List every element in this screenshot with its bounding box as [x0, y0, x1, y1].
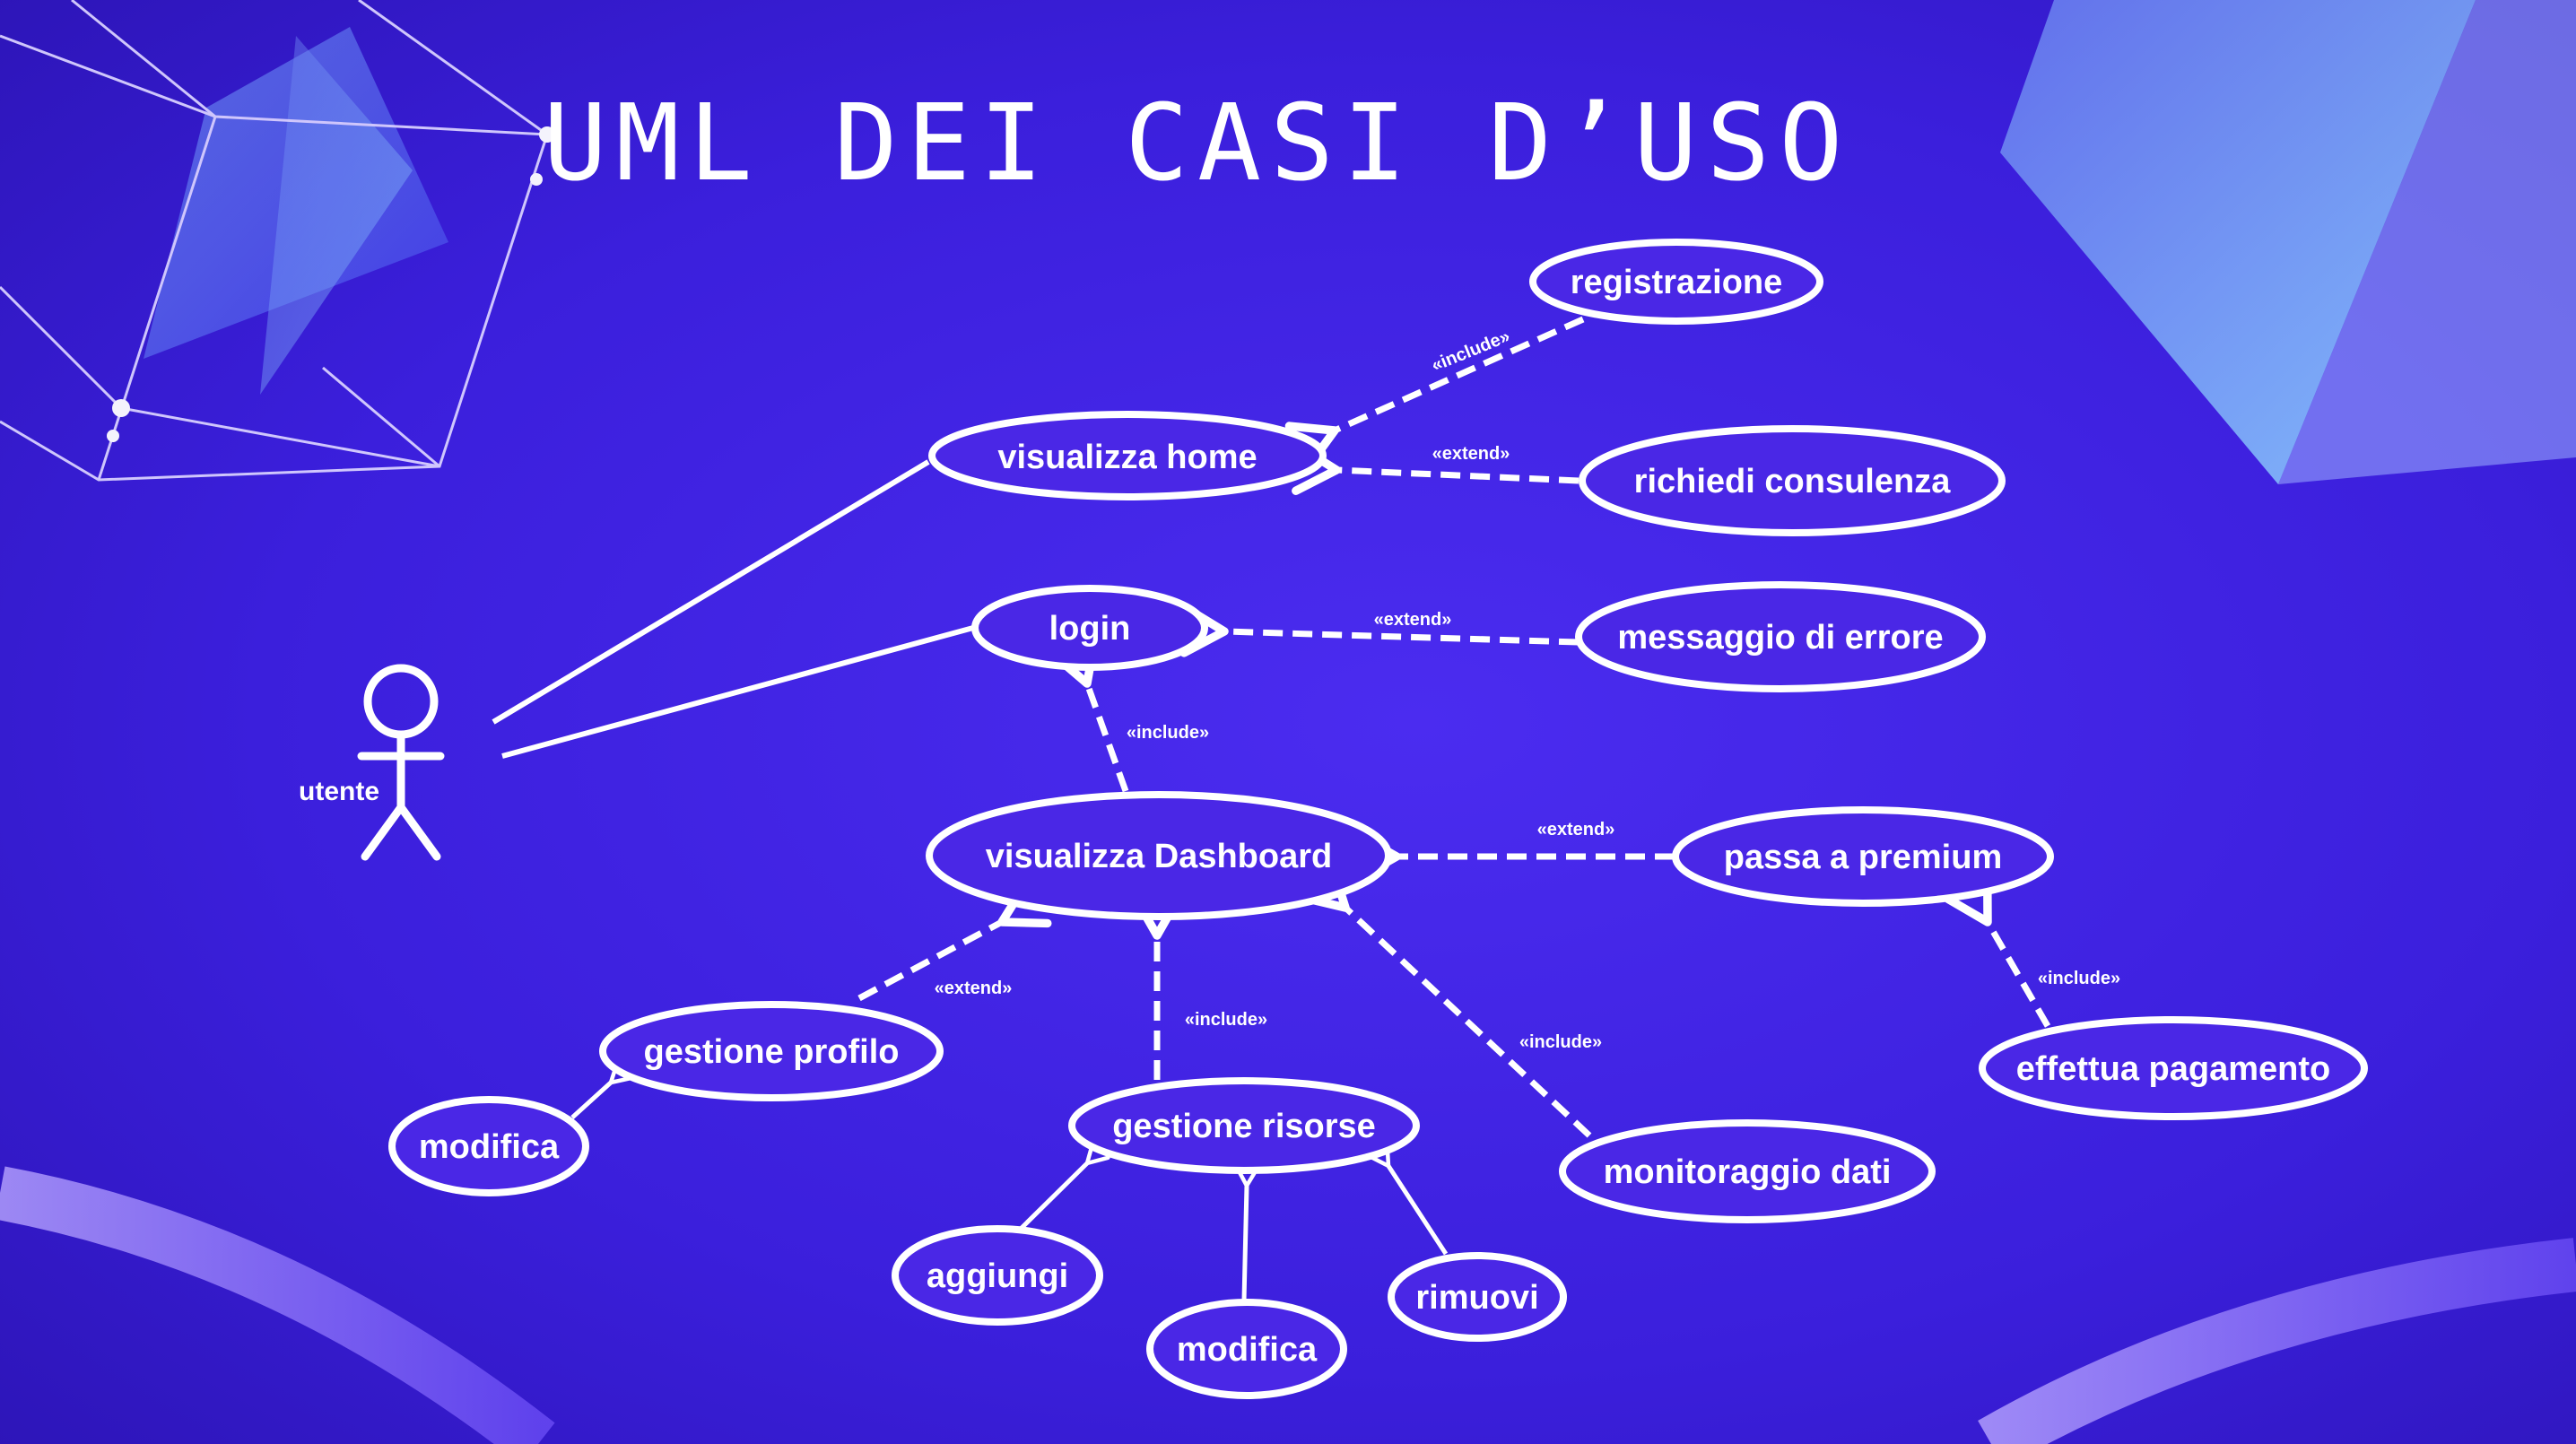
use-case-label: visualizza home [997, 439, 1257, 476]
actor-utente: utente [299, 664, 445, 861]
use-case-label: visualizza Dashboard [986, 838, 1332, 875]
page-title: UML DEI CASI D’USO [544, 81, 1852, 204]
include-dashboard-login [1048, 634, 1129, 793]
use-case-label: effettua pagamento [2016, 1050, 2330, 1088]
ring-decoration [0, 1166, 2576, 1444]
use-case-registrazione[interactable]: registrazione [1529, 239, 1823, 325]
use-case-login[interactable]: login [971, 585, 1208, 671]
use-case-label: aggiungi [927, 1257, 1068, 1295]
use-case-richiedi-consulenza[interactable]: richiedi consulenza [1579, 425, 2006, 536]
include-registrazione-home [1284, 316, 1585, 472]
solid-cube-decoration [2000, 0, 2576, 484]
relation-modifica-risorse [1234, 1164, 1260, 1301]
stereotype-label: «include» [1185, 1010, 1267, 1030]
associations [492, 459, 974, 759]
use-case-label: modifica [419, 1128, 560, 1166]
use-case-modifica-risorse[interactable]: modifica [1146, 1299, 1347, 1399]
stereotype-label: «extend» [1432, 444, 1510, 464]
extend-consulenza-home [1292, 441, 1580, 495]
use-case-label: monitoraggio dati [1604, 1153, 1892, 1191]
use-case-label: richiedi consulenza [1634, 463, 1952, 500]
stereotype-label: «include» [1127, 723, 1209, 743]
include-pagamento-premium [1944, 872, 2051, 1028]
relation-rimuovi-risorse [1367, 1142, 1449, 1256]
relation-modifica-profilo [570, 1059, 634, 1119]
use-case-visualizza-home[interactable]: visualizza home [928, 411, 1327, 500]
use-case-label: rimuovi [1415, 1279, 1538, 1317]
stereotype-label: «include» [2038, 969, 2120, 988]
stereotype-label: «extend» [1374, 610, 1452, 630]
stick-figure-icon [357, 664, 445, 861]
association-utente-login [501, 625, 974, 759]
actor-label: utente [299, 777, 379, 806]
stereotype-label: «include» [1519, 1032, 1602, 1052]
stereotype-label: «extend» [1537, 820, 1615, 839]
use-case-aggiungi[interactable]: aggiungi [892, 1225, 1103, 1326]
use-case-passa-premium[interactable]: passa a premium [1672, 806, 2054, 907]
use-case-visualizza-dashboard[interactable]: visualizza Dashboard [926, 791, 1392, 920]
use-case-gestione-risorse[interactable]: gestione risorse [1068, 1077, 1420, 1174]
dependencies [857, 316, 2051, 1138]
use-cases: registrazione visualizza home richiedi c… [388, 239, 2368, 1399]
relation-aggiungi-risorse [1019, 1140, 1110, 1231]
include-monitoraggio-dashboard [1296, 859, 1592, 1138]
use-case-monitoraggio-dati[interactable]: monitoraggio dati [1559, 1119, 1936, 1223]
wireframe-cube-decoration [0, 0, 555, 482]
use-case-label: messaggio di errore [1617, 619, 1943, 657]
use-case-gestione-profilo[interactable]: gestione profilo [599, 1001, 944, 1101]
association-utente-home [492, 459, 930, 725]
use-case-label: passa a premium [1724, 839, 2002, 876]
extend-profilo-dashboard [857, 879, 1052, 1002]
use-case-label: login [1049, 610, 1131, 648]
use-case-rimuovi[interactable]: rimuovi [1388, 1252, 1567, 1342]
use-case-label: modifica [1177, 1331, 1318, 1369]
use-case-label: gestione risorse [1112, 1108, 1376, 1145]
use-case-effettua-pagamento[interactable]: effettua pagamento [1979, 1016, 2368, 1120]
sub-relations [570, 1059, 1449, 1301]
use-case-messaggio-errore[interactable]: messaggio di errore [1575, 581, 1986, 692]
stereotype-label: «extend» [935, 979, 1013, 998]
use-case-label: gestione profilo [644, 1033, 900, 1071]
use-case-label: registrazione [1571, 264, 1783, 301]
use-case-modifica-profilo[interactable]: modifica [388, 1096, 589, 1196]
